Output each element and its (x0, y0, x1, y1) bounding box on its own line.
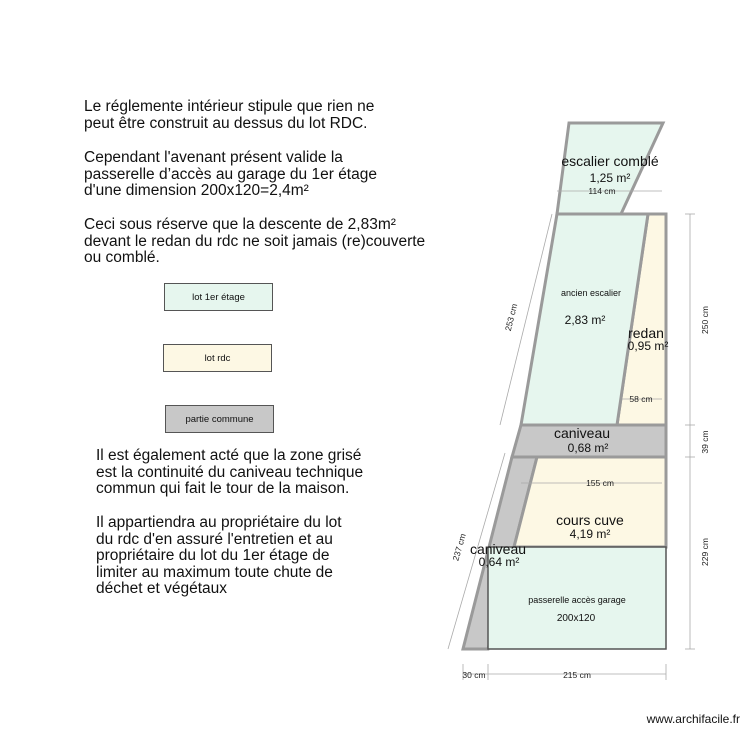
footer-website: www.archifacile.fr (646, 712, 740, 726)
note-reglement: Le réglemente intérieur stipule que rien… (84, 98, 375, 132)
label-escalier-comble-area: 1,25 m² (590, 171, 631, 185)
dim-58: 58 cm (629, 394, 652, 404)
label-caniveau-top-area: 0,68 m² (568, 441, 609, 455)
label-passerelle-name: passerelle accès garage (528, 595, 626, 605)
dim-253: 253 cm (503, 303, 519, 332)
dim-39: 39 cm (700, 430, 710, 453)
dim-155: 155 cm (586, 478, 614, 488)
label-caniveau-left-name: caniveau (470, 541, 526, 557)
note-avenant: Cependant l'avenant présent valide la pa… (84, 149, 377, 199)
label-ancien-escalier-name: ancien escalier (561, 288, 621, 298)
dim-30: 30 cm (462, 670, 485, 680)
dim-237: 237 cm (450, 532, 467, 562)
label-redan-area: 0,95 m² (628, 339, 669, 353)
label-redan-name: redan (628, 325, 664, 341)
label-caniveau-left-area: 0,64 m² (479, 555, 520, 569)
dim-114: 114 cm (588, 186, 615, 196)
dimension-lines (447, 190, 695, 680)
legend-lot-1er-etage-label: lot 1er étage (192, 291, 245, 303)
legend-partie-commune: partie commune (165, 405, 274, 433)
dim-229: 229 cm (700, 538, 710, 566)
label-cours-cuve-area: 4,19 m² (570, 527, 611, 541)
label-ancien-escalier-area: 2,83 m² (565, 313, 606, 327)
note-reserve: Ceci sous réserve que la descente de 2,8… (84, 216, 426, 266)
note-entretien: Il appartiendra au propriétaire du lot d… (96, 514, 342, 597)
dim-250: 250 cm (700, 306, 710, 334)
room-passerelle (487, 546, 667, 650)
legend-partie-commune-label: partie commune (185, 413, 254, 425)
label-cours-cuve-name: cours cuve (556, 512, 624, 528)
legend-lot-1er-etage: lot 1er étage (164, 283, 273, 311)
legend-lot-rdc: lot rdc (163, 344, 272, 372)
dim-215: 215 cm (563, 670, 591, 680)
label-caniveau-top-name: caniveau (554, 425, 610, 441)
legend-lot-rdc-label: lot rdc (204, 352, 231, 364)
label-passerelle-size: 200x120 (557, 613, 596, 624)
note-caniveau: Il est également acté que la zone grisé … (96, 447, 364, 497)
label-escalier-comble-name: escalier comblé (561, 153, 658, 169)
